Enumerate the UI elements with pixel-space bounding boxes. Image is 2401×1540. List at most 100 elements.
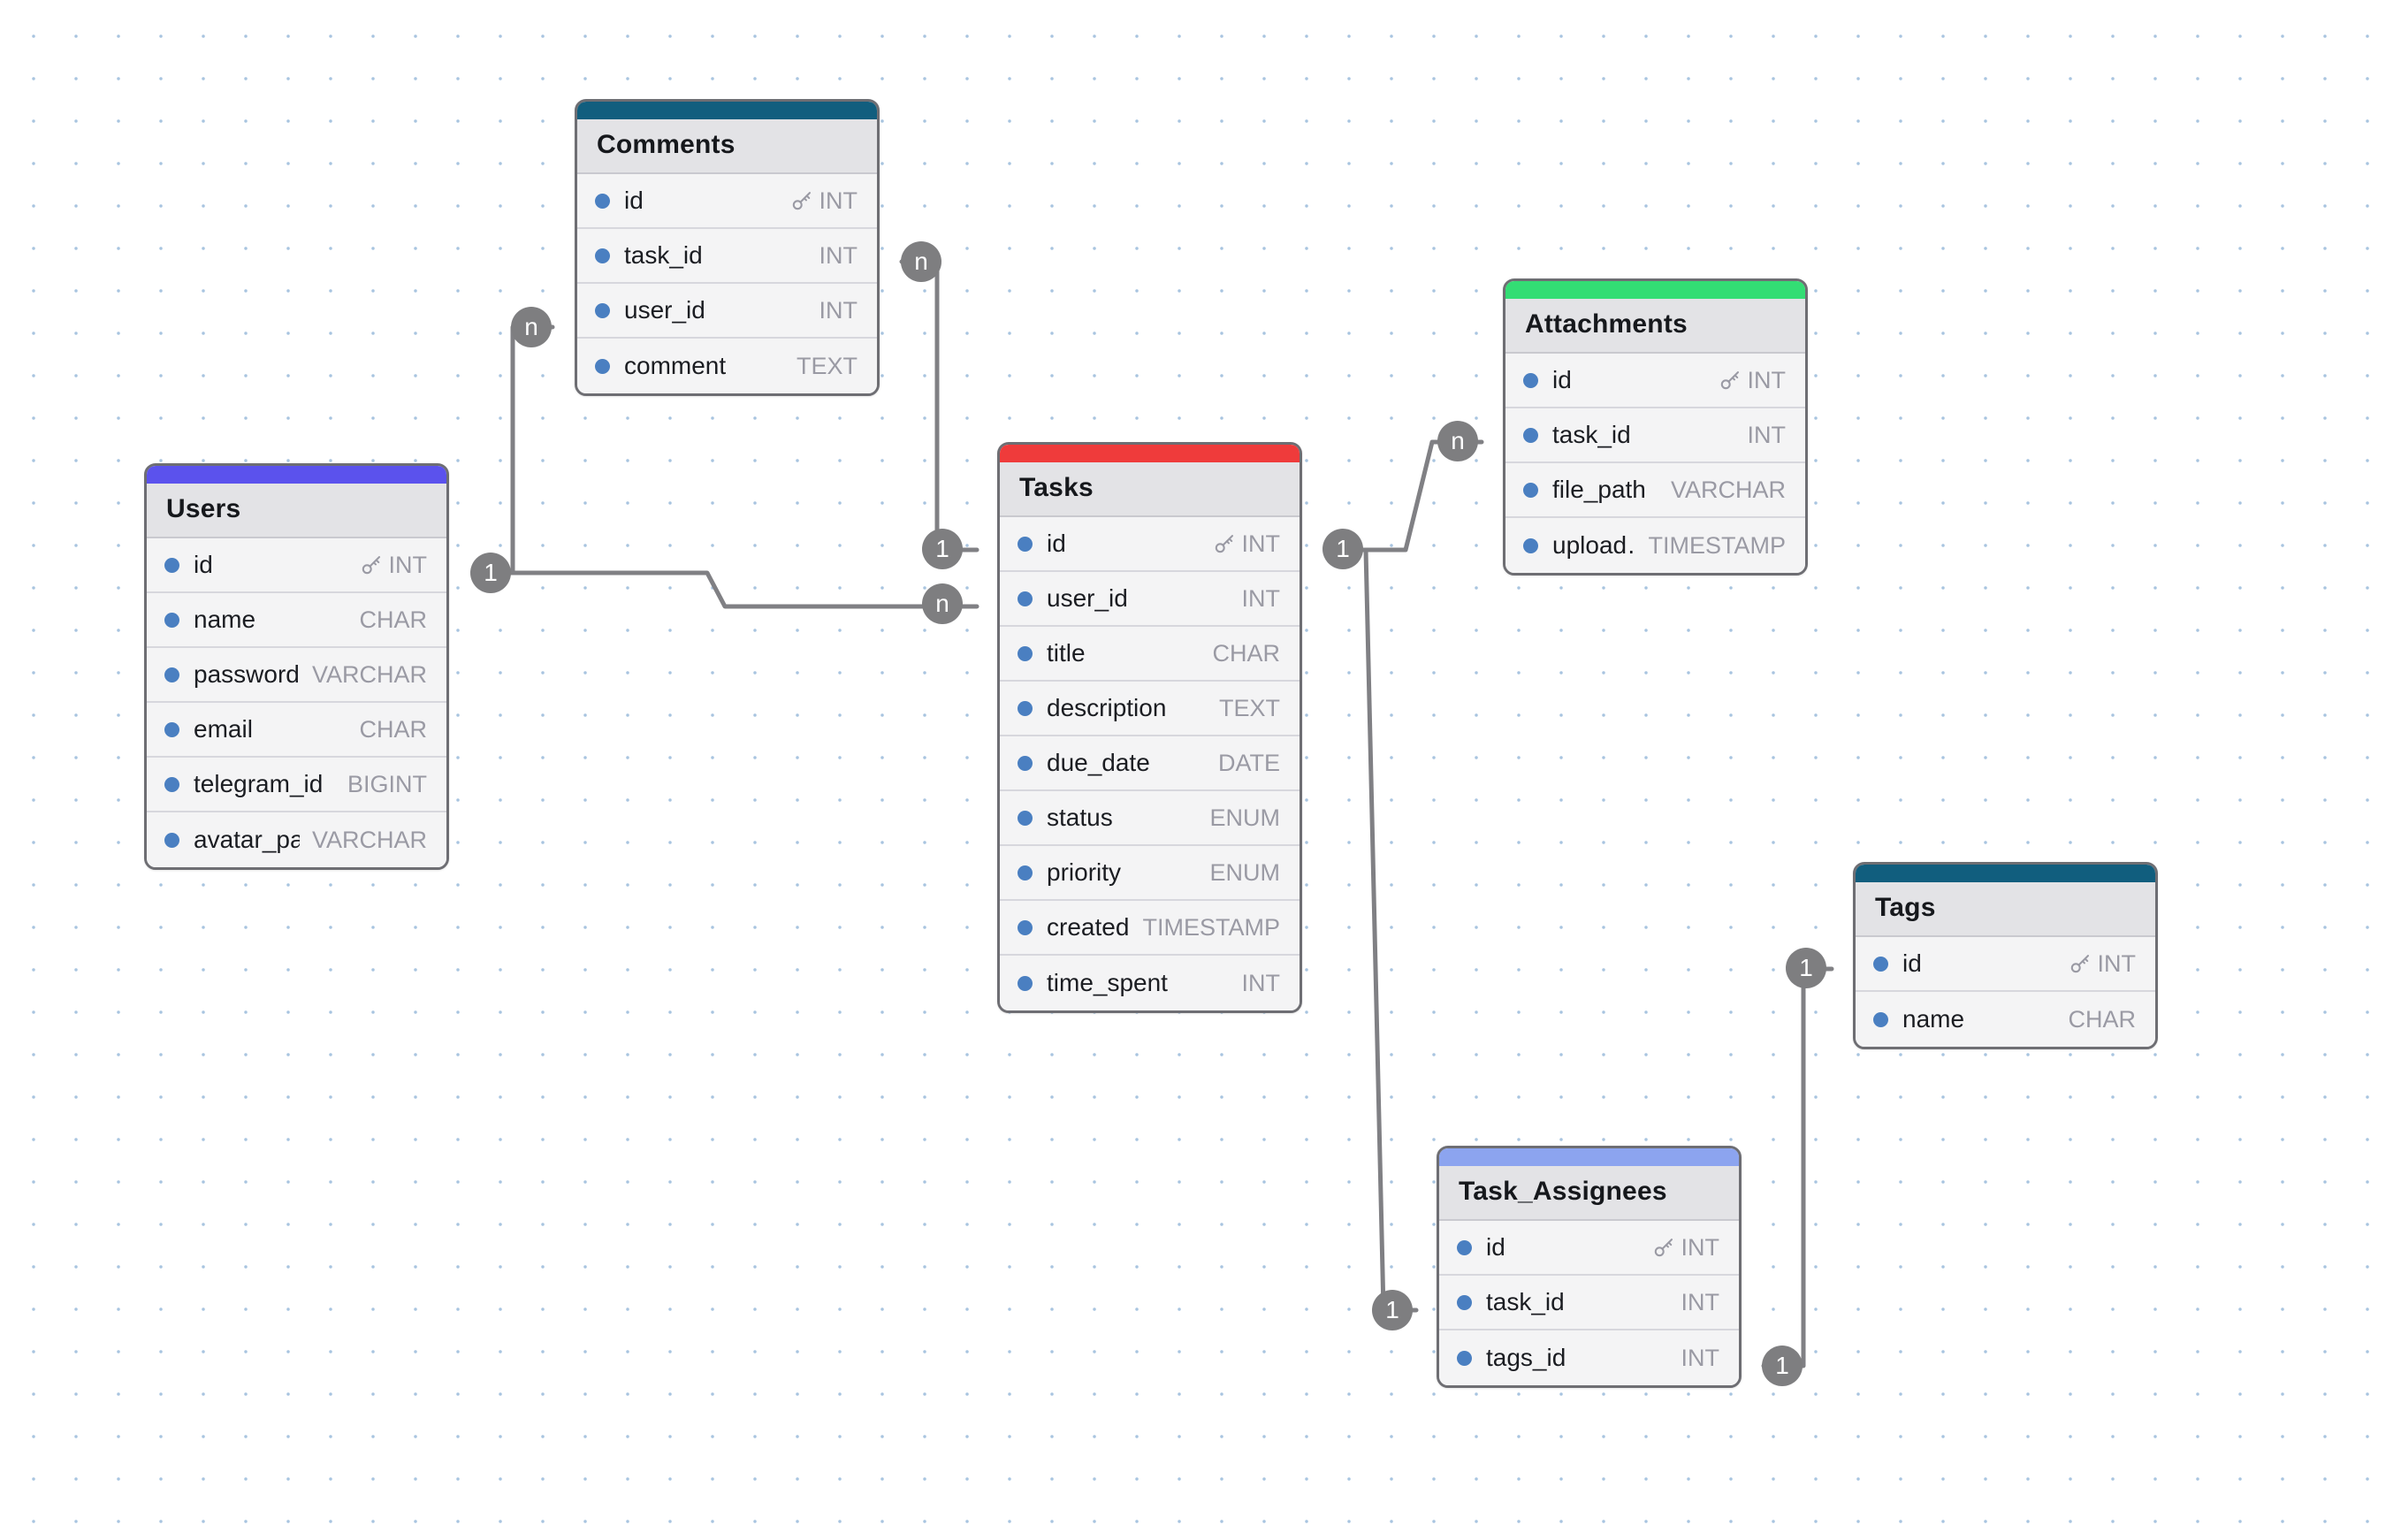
badge-tags-id[interactable]: 1 [1786, 948, 1826, 988]
field-bullet-icon [164, 557, 179, 573]
field-row[interactable]: id INT [1505, 354, 1805, 408]
primary-key-icon [1654, 1239, 1673, 1257]
field-type: ENUM [1210, 804, 1281, 832]
field-type: INT [819, 297, 858, 324]
field-type: VARCHAR [312, 661, 427, 689]
field-bullet-icon [1523, 427, 1538, 443]
field-type-label: CHAR [2068, 1005, 2136, 1033]
field-type-label: BIGINT [347, 770, 427, 797]
field-type-label: TEXT [796, 352, 858, 379]
field-type: CHAR [359, 716, 427, 743]
field-name: id [1552, 366, 1572, 393]
field-type: CHAR [1212, 640, 1280, 667]
field-bullet-icon [595, 248, 610, 263]
table-accent-bar [577, 102, 877, 119]
field-type: TIMESTAMP [1142, 914, 1280, 942]
table-accent-bar [147, 466, 446, 484]
badge-tasks-user-id[interactable]: n [922, 583, 963, 624]
field-type: VARCHAR [1671, 476, 1786, 504]
field-bullet-icon [595, 302, 610, 318]
field-type-label: VARCHAR [311, 660, 427, 688]
field-type: TIMESTAMP [1648, 532, 1786, 560]
field-type-label: VARCHAR [311, 826, 427, 853]
badge-comments-user-id[interactable]: n [511, 307, 552, 347]
field-row[interactable]: avatar_pa…VARCHAR [147, 812, 446, 867]
field-row[interactable]: status ENUM [1000, 791, 1300, 846]
field-type: INT [1681, 1345, 1720, 1372]
badge-tasks-id-right[interactable]: 1 [1322, 529, 1363, 569]
badge-assignees-tags-id[interactable]: 1 [1762, 1346, 1803, 1386]
field-bullet-icon [595, 193, 610, 209]
field-name: priority [1047, 858, 1122, 886]
field-name: id [1486, 1233, 1505, 1261]
field-name: email [194, 715, 253, 743]
field-type-label: CHAR [1212, 639, 1280, 667]
comments-tasks-wire [899, 259, 979, 553]
field-type-label: INT [1681, 1233, 1720, 1261]
field-name: file_path [1552, 476, 1646, 503]
field-type: INT [819, 242, 858, 270]
badge-tasks-id-left[interactable]: 1 [922, 529, 963, 569]
field-name: description [1047, 694, 1167, 721]
field-type-label: TEXT [1218, 694, 1280, 721]
field-bullet-icon [1873, 956, 1888, 972]
field-name: status [1047, 804, 1113, 831]
field-bullet-icon [1018, 865, 1033, 881]
field-row[interactable]: email CHAR [147, 703, 446, 758]
field-type-label: TIMESTAMP [1648, 531, 1786, 559]
field-bullet-icon [1523, 482, 1538, 498]
field-bullet-icon [164, 721, 179, 737]
primary-key-icon [792, 192, 811, 210]
field-type-label: INT [1241, 530, 1281, 557]
field-row[interactable]: file_path VARCHAR [1505, 463, 1805, 518]
field-type-label: INT [1241, 584, 1281, 612]
field-bullet-icon [595, 358, 610, 374]
field-row[interactable]: upload…TIMESTAMP [1505, 518, 1805, 573]
field-type: INT [2069, 950, 2136, 978]
field-row[interactable]: id INT [1439, 1221, 1739, 1276]
field-row[interactable]: description TEXT [1000, 682, 1300, 736]
badge-users-id[interactable]: 1 [470, 553, 511, 593]
field-type-label: ENUM [1209, 804, 1281, 831]
badge-attachments-task[interactable]: n [1437, 421, 1478, 461]
badge-comments-task-id[interactable]: n [901, 241, 941, 282]
field-bullet-icon [1523, 372, 1538, 388]
field-type: TEXT [797, 353, 858, 380]
table-accent-bar [1000, 445, 1300, 462]
field-type: INT [360, 552, 427, 579]
primary-key-icon [362, 556, 380, 575]
field-type: INT [1719, 367, 1786, 394]
field-bullet-icon [1457, 1239, 1472, 1255]
field-name: created… [1047, 913, 1130, 941]
field-row[interactable]: created… TIMESTAMP [1000, 901, 1300, 956]
field-bullet-icon [1018, 810, 1033, 826]
badge-assignees-task-id[interactable]: 1 [1372, 1290, 1413, 1330]
field-type-label: CHAR [359, 715, 427, 743]
